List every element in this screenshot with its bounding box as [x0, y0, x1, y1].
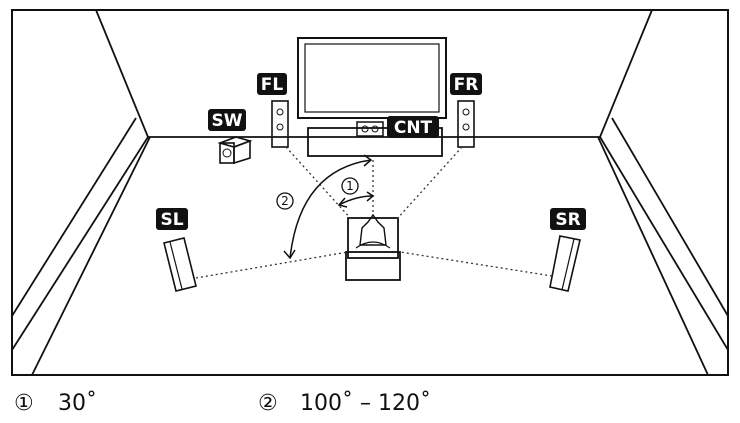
surround-right-speaker	[549, 235, 581, 292]
arc-30-degrees	[338, 195, 374, 206]
label-cnt-bg	[387, 116, 439, 138]
left-floor-edge	[11, 136, 149, 351]
marker-1-text: 1	[346, 179, 354, 193]
label-cnt: CNT	[387, 116, 439, 138]
room-outer-frame	[11, 9, 729, 376]
label-sl-bg	[156, 208, 188, 230]
fl-speaker-cone-bottom	[276, 123, 284, 131]
front-left-speaker	[271, 100, 289, 148]
legend-marker-2: ②	[258, 391, 278, 416]
label-sw-bg	[208, 109, 246, 131]
arc-100-arrow-top	[363, 154, 373, 167]
listener-chair	[345, 213, 401, 281]
tv-screen	[304, 43, 440, 113]
front-right-speaker	[457, 100, 475, 148]
arc-30-arrow-left	[337, 197, 348, 208]
right-floor-edge	[599, 136, 729, 351]
label-sl-text: SL	[160, 210, 183, 230]
sight-lines	[195, 146, 553, 279]
marker-2-text: 2	[281, 194, 289, 208]
subwoofer-cone	[222, 148, 232, 158]
chair-seat	[345, 251, 401, 281]
arc-100-arrow-bottom	[283, 249, 296, 260]
fr-speaker-cone-bottom	[462, 123, 470, 131]
center-speaker-cone-right	[371, 125, 379, 133]
arc-30-arrow-right	[366, 191, 375, 202]
marker-2-circle	[276, 192, 294, 210]
label-sw-text: SW	[212, 111, 243, 131]
left-floor-edge-inner	[11, 117, 137, 317]
room	[11, 9, 729, 376]
fr-speaker-cone-top	[462, 108, 470, 116]
right-floor-edge-inner	[611, 117, 729, 317]
center-unit	[307, 121, 443, 157]
fr-speaker-body	[457, 100, 475, 148]
label-fr: FR	[450, 73, 482, 95]
label-fr-text: FR	[454, 75, 479, 95]
legend-value-1: 30˚	[58, 391, 97, 416]
fl-speaker-cone-top	[276, 108, 284, 116]
label-fl-bg	[257, 73, 287, 95]
subwoofer	[217, 136, 253, 165]
tv-frame	[297, 37, 447, 119]
left-floor-edge-outer	[31, 136, 151, 376]
legend-marker-1: ①	[14, 391, 34, 416]
label-sl: SL	[156, 208, 188, 230]
angle-marker-1: 1	[341, 177, 359, 195]
fl-speaker-body	[271, 100, 289, 148]
angle-arcs	[283, 154, 375, 260]
subwoofer-side	[233, 139, 251, 165]
right-ceiling-edge	[599, 9, 653, 138]
label-fl-text: FL	[261, 75, 284, 95]
listener-head	[359, 213, 387, 246]
label-cnt-text: CNT	[394, 118, 433, 138]
center-speaker-icon	[356, 121, 384, 137]
sl-speaker-body	[163, 237, 197, 292]
angle-legend: ① 30˚ ② 100˚ – 120˚	[14, 391, 431, 416]
line-to-sl	[195, 251, 349, 279]
label-sw: SW	[208, 109, 246, 131]
tv-stand	[307, 127, 443, 157]
sr-speaker-body	[549, 235, 581, 292]
right-floor-edge-outer	[597, 136, 709, 376]
label-sr-text: SR	[555, 210, 580, 230]
label-sr-bg	[550, 208, 586, 230]
label-fr-bg	[450, 73, 482, 95]
label-fl: FL	[257, 73, 287, 95]
tv	[297, 37, 447, 119]
chair-back	[347, 217, 399, 259]
arc-100-120-degrees	[289, 159, 372, 259]
left-ceiling-edge	[95, 9, 149, 138]
listener-shoulders	[355, 241, 391, 249]
surround-left-speaker	[163, 237, 197, 292]
line-to-fr	[395, 146, 463, 221]
legend-value-2: 100˚ – 120˚	[300, 391, 431, 416]
marker-1-circle	[341, 177, 359, 195]
center-speaker-cone-left	[361, 125, 369, 133]
sr-speaker-edge	[561, 238, 575, 291]
angle-marker-2: 2	[276, 192, 294, 210]
line-to-sr	[399, 251, 553, 277]
sl-speaker-edge	[169, 241, 183, 290]
label-sr: SR	[550, 208, 586, 230]
line-to-fl	[285, 146, 353, 221]
